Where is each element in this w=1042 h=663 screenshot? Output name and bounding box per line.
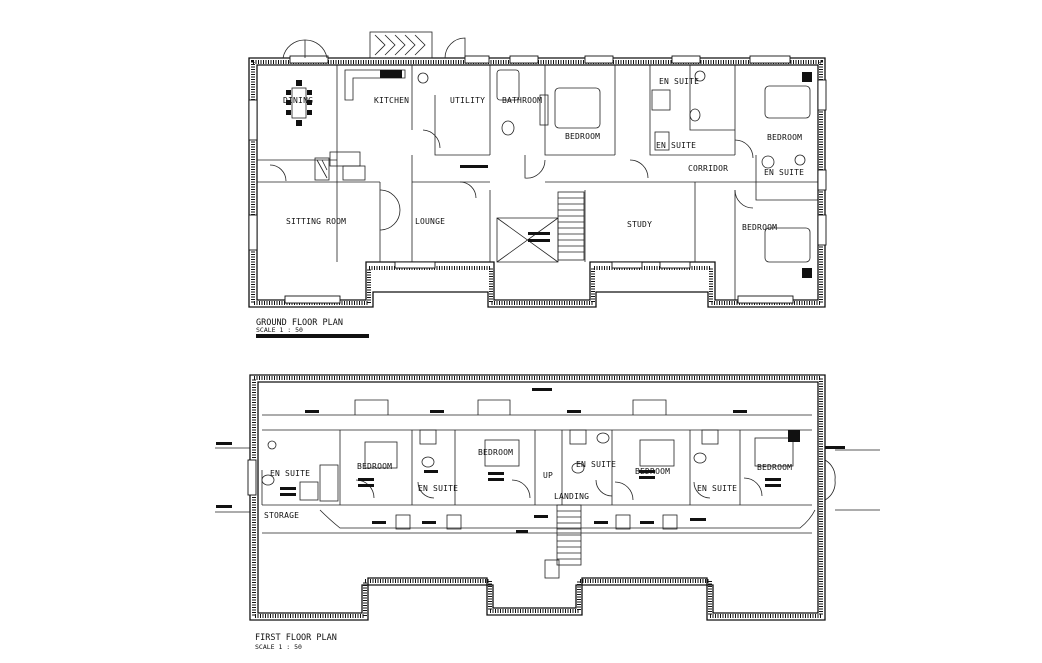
first-floor-plan: EN SUITE BEDROOM EN SUITE BEDROOM UP EN … bbox=[215, 374, 880, 651]
room-label-utility: UTILITY bbox=[450, 96, 485, 105]
room-label-en-suite-3: EN SUITE bbox=[764, 168, 804, 177]
room-label-bedroom-2: BEDROOM bbox=[767, 133, 802, 142]
room-label-en-suite-a: EN SUITE bbox=[270, 469, 310, 478]
room-label-en-suite-b: EN SUITE bbox=[418, 484, 458, 493]
room-label-bedroom-a: BEDROOM bbox=[357, 462, 392, 471]
room-label-study: STUDY bbox=[627, 220, 652, 229]
room-label-landing: LANDING bbox=[554, 492, 589, 501]
room-label-bedroom-1: BEDROOM bbox=[565, 132, 600, 141]
first-floor-title: FIRST FLOOR PLAN bbox=[255, 633, 337, 643]
ground-floor-plan: DINING KITCHEN UTILITY BATHROOM EN SUITE… bbox=[248, 31, 827, 338]
room-label-en-suite-2: EN SUITE bbox=[656, 141, 696, 150]
room-label-bedroom-c: BEDROOM bbox=[635, 467, 670, 476]
room-label-storage: STORAGE bbox=[264, 511, 299, 520]
room-label-sitting-room: SITTING ROOM bbox=[286, 217, 346, 226]
room-label-bathroom: BATHROOM bbox=[502, 96, 542, 105]
first-floor-scale: SCALE 1 : 50 bbox=[255, 643, 302, 651]
ground-floor-title-underline bbox=[256, 334, 369, 338]
room-label-en-suite-1: EN SUITE bbox=[659, 77, 699, 86]
room-label-lounge: LOUNGE bbox=[415, 217, 445, 226]
first-inner-wall bbox=[257, 381, 819, 614]
room-label-up: UP bbox=[543, 471, 553, 480]
room-label-kitchen: KITCHEN bbox=[374, 96, 409, 105]
ground-outer-wall bbox=[248, 57, 826, 308]
room-label-bedroom-3: BEDROOM bbox=[742, 223, 777, 232]
room-label-corridor: CORRIDOR bbox=[688, 164, 728, 173]
room-label-bedroom-d: BEDROOM bbox=[757, 463, 792, 472]
first-outer-wall bbox=[249, 374, 826, 621]
room-label-dining: DINING bbox=[283, 96, 313, 105]
room-label-en-suite-d: EN SUITE bbox=[697, 484, 737, 493]
room-label-bedroom-b: BEDROOM bbox=[478, 448, 513, 457]
ground-floor-scale: SCALE 1 : 50 bbox=[256, 326, 303, 334]
ground-floor-title: GROUND FLOOR PLAN bbox=[256, 318, 343, 328]
ground-inner-wall bbox=[256, 64, 819, 301]
room-label-en-suite-c: EN SUITE bbox=[576, 460, 616, 469]
